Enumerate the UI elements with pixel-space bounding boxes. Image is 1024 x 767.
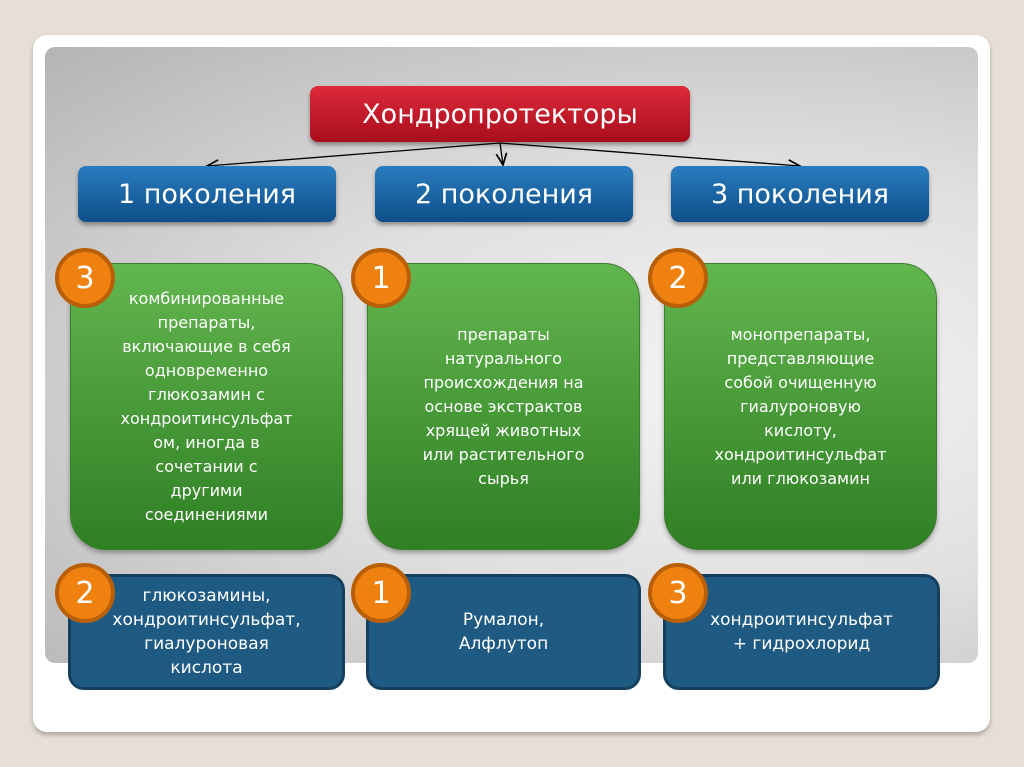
generation-3-header: 3 поколения	[671, 166, 929, 222]
arrow-to-gen3	[499, 142, 800, 166]
generation-3-description: монопрепараты, представляющие собой очищ…	[664, 263, 937, 550]
rank-badge-gen2-examples: 1	[351, 563, 411, 623]
generation-2-description: препараты натурального происхождения на …	[367, 263, 640, 550]
rank-badge-gen2-description: 1	[351, 248, 411, 308]
generation-2-header: 2 поколения	[375, 166, 633, 222]
title-box: Хондропротекторы	[310, 86, 690, 142]
generation-1-description: комбинированные препараты, включающие в …	[70, 263, 343, 550]
generation-1-header: 1 поколения	[78, 166, 336, 222]
generation-1-examples: глюкозамины, хондроитинсульфат, гиалурон…	[68, 574, 345, 690]
rank-badge-gen1-examples: 2	[55, 563, 115, 623]
generation-2-examples: Румалон, Алфлутоп	[366, 574, 641, 690]
generation-3-examples: хондроитинсульфат + гидрохлорид	[663, 574, 940, 690]
arrow-to-gen1	[207, 142, 501, 166]
rank-badge-gen1-description: 3	[55, 248, 115, 308]
rank-badge-gen3-description: 2	[648, 248, 708, 308]
rank-badge-gen3-examples: 3	[648, 563, 708, 623]
arrow-to-gen2	[500, 142, 503, 165]
